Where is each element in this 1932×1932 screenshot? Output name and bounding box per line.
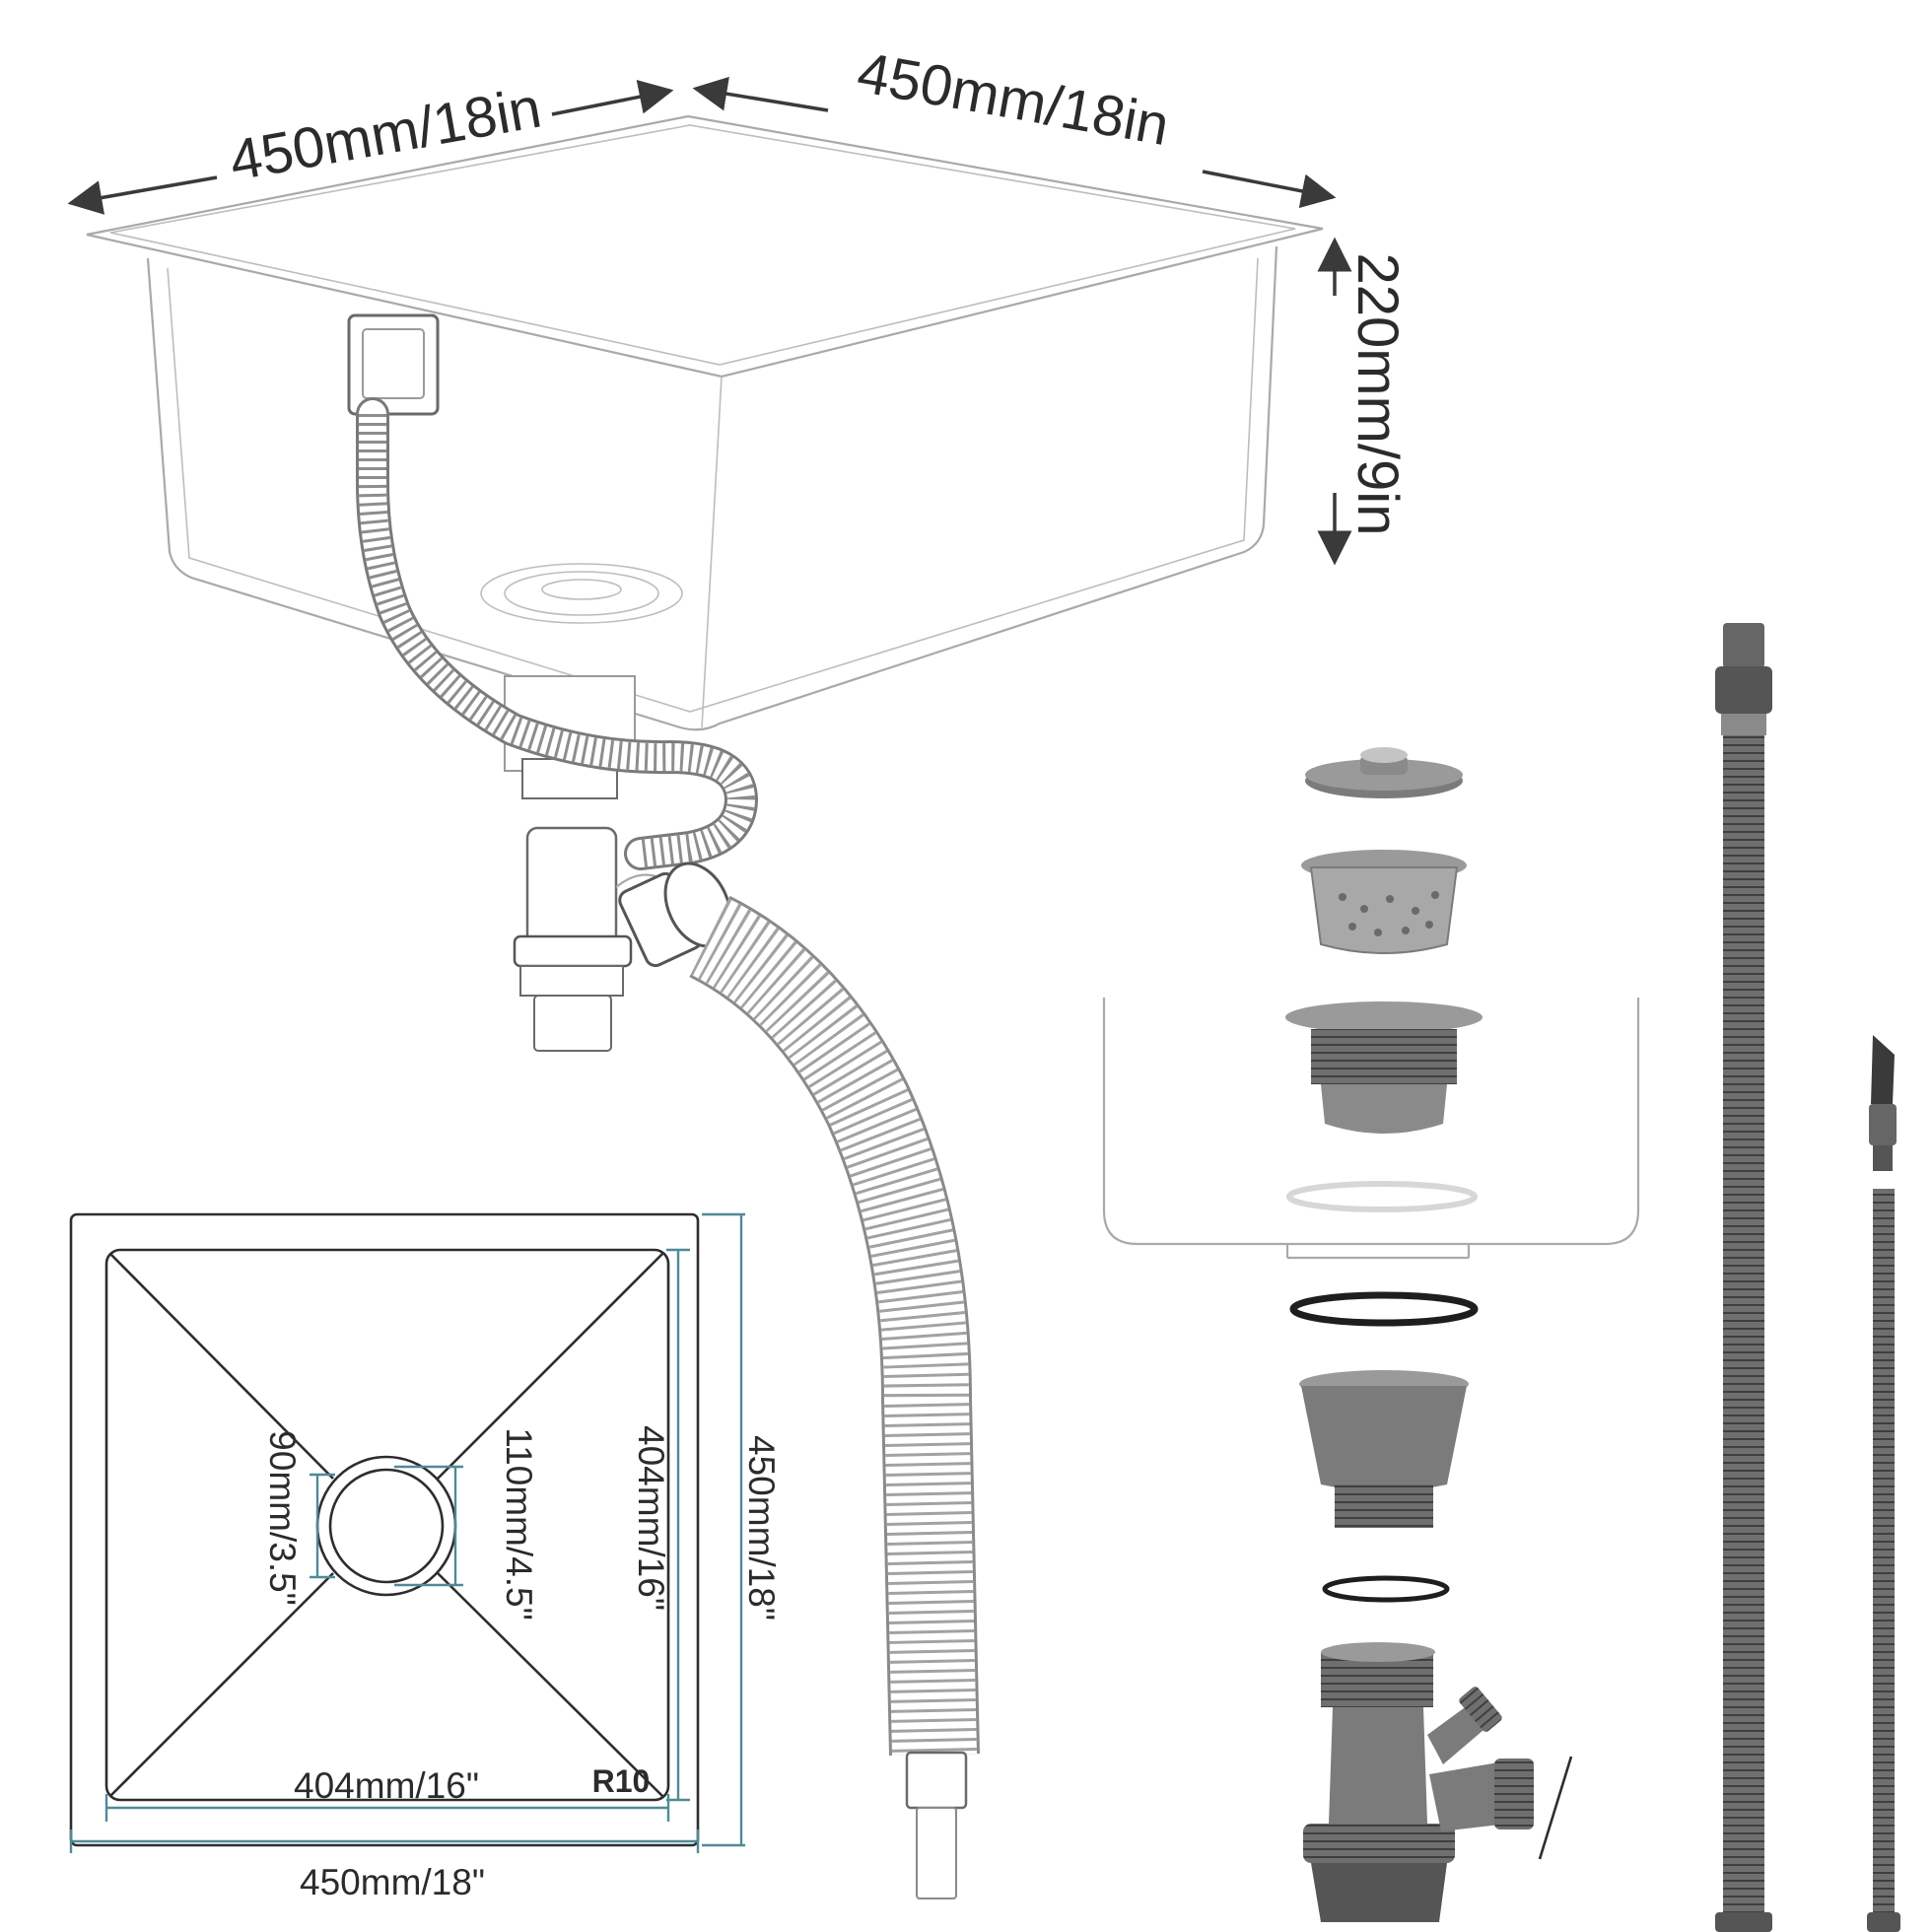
plan-outer-width-label: 450mm/18" xyxy=(300,1862,485,1902)
gasket-dark-icon xyxy=(1289,1291,1479,1327)
long-hose-icon xyxy=(1715,623,1772,1932)
plan-outer-rim xyxy=(69,1212,700,1847)
dim-depth: 220mm/9in xyxy=(1317,237,1410,566)
plan-inner-bowl xyxy=(104,1248,670,1802)
dim-depth-label: 220mm/9in xyxy=(1346,253,1410,536)
plan-view: 404mm/16" 450mm/18" R10 90mm/3.5" 110mm/… xyxy=(69,1212,782,1902)
bottle-trap-icon xyxy=(1303,1642,1573,1922)
drain-inner-label: 90mm/3.5" xyxy=(262,1430,303,1606)
drain-outer-label: 110mm/4.5" xyxy=(499,1427,539,1620)
gasket-light-icon xyxy=(1286,1181,1478,1212)
stopper-cap-icon xyxy=(1305,747,1463,798)
strainer-assembly xyxy=(1102,747,1640,1922)
sink-rim xyxy=(86,114,1324,379)
pipe-end-cuff xyxy=(905,1751,968,1810)
isometric-sink xyxy=(86,114,1324,799)
sprayer-hose-icon xyxy=(1867,1035,1900,1932)
flange-body-icon xyxy=(1285,1001,1483,1134)
strainer-basket-icon xyxy=(1301,850,1467,954)
plan-drain-inner xyxy=(328,1468,445,1584)
corner-radius-label: R10 xyxy=(592,1763,651,1799)
sink-cutaway-panel xyxy=(1102,998,1640,1246)
lower-cup-icon xyxy=(1299,1370,1469,1528)
plan-outer-height-label: 450mm/18" xyxy=(741,1435,782,1621)
bowl-drain-ring xyxy=(480,563,683,624)
plan-inner-height-label: 404mm/16" xyxy=(631,1425,671,1611)
dim-top-right-label: 450mm/18in xyxy=(853,40,1174,158)
plan-inner-width-label: 404mm/16" xyxy=(294,1765,479,1806)
small-gasket-icon xyxy=(1322,1575,1450,1603)
overflow-box xyxy=(347,313,440,416)
drain-trap-icon xyxy=(513,826,732,1052)
sink-bowl xyxy=(146,245,1278,731)
